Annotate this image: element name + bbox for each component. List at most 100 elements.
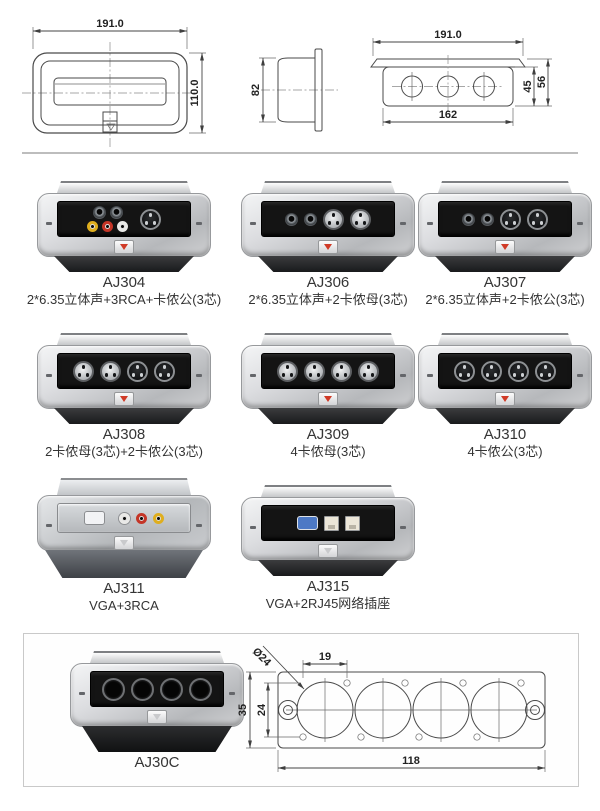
latch-arrow-icon	[324, 396, 332, 402]
xlr-male-icon	[481, 360, 502, 382]
box-base	[435, 408, 575, 424]
xlr-female-icon	[100, 360, 121, 382]
box-base	[82, 726, 232, 752]
box-base	[258, 256, 398, 272]
latch-arrow-icon	[501, 396, 509, 402]
latch-arrow-icon	[120, 244, 128, 250]
latch-arrow-icon	[120, 540, 128, 546]
latch-arrow-icon	[324, 244, 332, 250]
product-card: AJ304 2*6.35立体声+3RCA+卡侬公(3芯)	[18, 166, 230, 318]
trs-jack-icon	[462, 212, 475, 226]
dim-panel-height: 35	[237, 704, 249, 716]
rca-yellow-icon	[153, 512, 164, 524]
product-card: AJ309 4卡侬母(3芯)	[230, 318, 426, 470]
xlr-male-icon	[127, 360, 148, 382]
dim-panel-width: 118	[402, 755, 420, 767]
rj45-icon	[344, 515, 360, 531]
empty-hole-icon	[160, 677, 183, 701]
product-photo	[239, 476, 417, 576]
drawing-side-view: 82	[250, 48, 338, 132]
popup-bezel	[70, 663, 244, 727]
product-photo	[35, 476, 213, 578]
latch-button	[318, 240, 338, 254]
rca-white-icon	[117, 221, 128, 232]
product-model: AJ306	[306, 274, 350, 291]
popup-lid	[438, 333, 572, 345]
connector-panel	[90, 671, 224, 707]
xlr-male-icon	[154, 360, 175, 382]
drawing-front-view: 191.0 162 45 56	[370, 29, 552, 126]
products-grid: AJ304 2*6.35立体声+3RCA+卡侬公(3芯) AJ306 2*6.3…	[18, 166, 592, 622]
product-photo	[416, 172, 594, 272]
empty-hole-icon	[131, 677, 154, 701]
connector-panel	[438, 201, 572, 237]
latch-arrow-icon	[120, 396, 128, 402]
xlr-male-icon	[454, 360, 475, 382]
product-card: AJ306 2*6.35立体声+2卡侬母(3芯)	[230, 166, 426, 318]
box-base	[54, 256, 194, 272]
trs-jack-icon	[285, 212, 298, 226]
xlr-female-icon	[277, 360, 298, 382]
product-desc: 2*6.35立体声+2卡侬母(3芯)	[248, 292, 408, 307]
rca-red-icon	[102, 221, 113, 232]
xlr-female-icon	[323, 208, 344, 230]
product-model: AJ30C	[134, 754, 180, 771]
product-card: AJ315 VGA+2RJ45网络插座	[230, 470, 426, 622]
dim-panel-inner-height: 24	[256, 703, 268, 716]
xlr-male-icon	[500, 208, 521, 230]
connector-row	[87, 221, 128, 232]
latch-button	[318, 392, 338, 406]
featured-product-slot: AJ30C	[62, 642, 252, 772]
connector-panel	[261, 505, 395, 541]
product-photo	[35, 324, 213, 424]
dim-panel-hole-offset: 19	[319, 651, 331, 663]
dim-topview-height: 110.0	[189, 80, 201, 107]
latch-arrow-icon	[324, 548, 332, 554]
product-photo	[68, 648, 246, 752]
popup-lid	[261, 485, 395, 497]
empty-hole-icon	[189, 677, 212, 701]
box-base	[45, 550, 203, 578]
popup-bezel	[241, 345, 415, 409]
latch-button	[495, 240, 515, 254]
rca-red-icon	[136, 512, 147, 524]
connector-panel	[57, 353, 191, 389]
rca-yellow-icon	[87, 221, 98, 232]
dim-frontview-cutout: 162	[439, 109, 457, 121]
popup-bezel	[37, 193, 211, 257]
drawing-panel-view: Ø24 19 35 24 118	[237, 646, 546, 772]
popup-lid	[57, 478, 191, 495]
connector-panel	[438, 353, 572, 389]
product-desc: 2*6.35立体声+3RCA+卡侬公(3芯)	[26, 292, 222, 307]
product-model: AJ304	[102, 274, 146, 291]
latch-button	[318, 544, 338, 558]
product-desc: 2*6.35立体声+2卡侬公(3芯)	[425, 292, 585, 307]
popup-lid	[438, 181, 572, 193]
product-desc: 4卡侬母(3芯)	[290, 444, 366, 459]
dim-sideview-depth: 82	[250, 84, 262, 96]
vga-icon	[84, 511, 105, 525]
connector-panel	[57, 201, 191, 237]
product-photo	[239, 324, 417, 424]
latch-button	[114, 392, 134, 406]
xlr-male-icon	[527, 208, 548, 230]
product-card: AJ310 4卡侬公(3芯)	[418, 318, 592, 470]
popup-bezel	[241, 497, 415, 561]
product-model: AJ308	[102, 426, 146, 443]
product-desc: 2卡侬母(3芯)+2卡侬公(3芯)	[45, 444, 203, 459]
product-photo	[416, 324, 594, 424]
product-model: AJ310	[483, 426, 527, 443]
popup-bezel	[37, 495, 211, 551]
top-technical-drawings: 191.0 110.0 82	[22, 18, 552, 148]
xlr-female-icon	[350, 208, 371, 230]
dim-frontview-width: 191.0	[434, 29, 462, 41]
connector-panel	[261, 201, 395, 237]
drawing-top-view: 191.0 110.0	[22, 18, 206, 148]
latch-arrow-icon	[153, 714, 161, 720]
connector-panel	[261, 353, 395, 389]
popup-bezel	[418, 345, 592, 409]
xlr-male-icon	[140, 208, 161, 230]
product-card: AJ30C	[62, 642, 252, 772]
product-model: AJ315	[306, 578, 350, 595]
